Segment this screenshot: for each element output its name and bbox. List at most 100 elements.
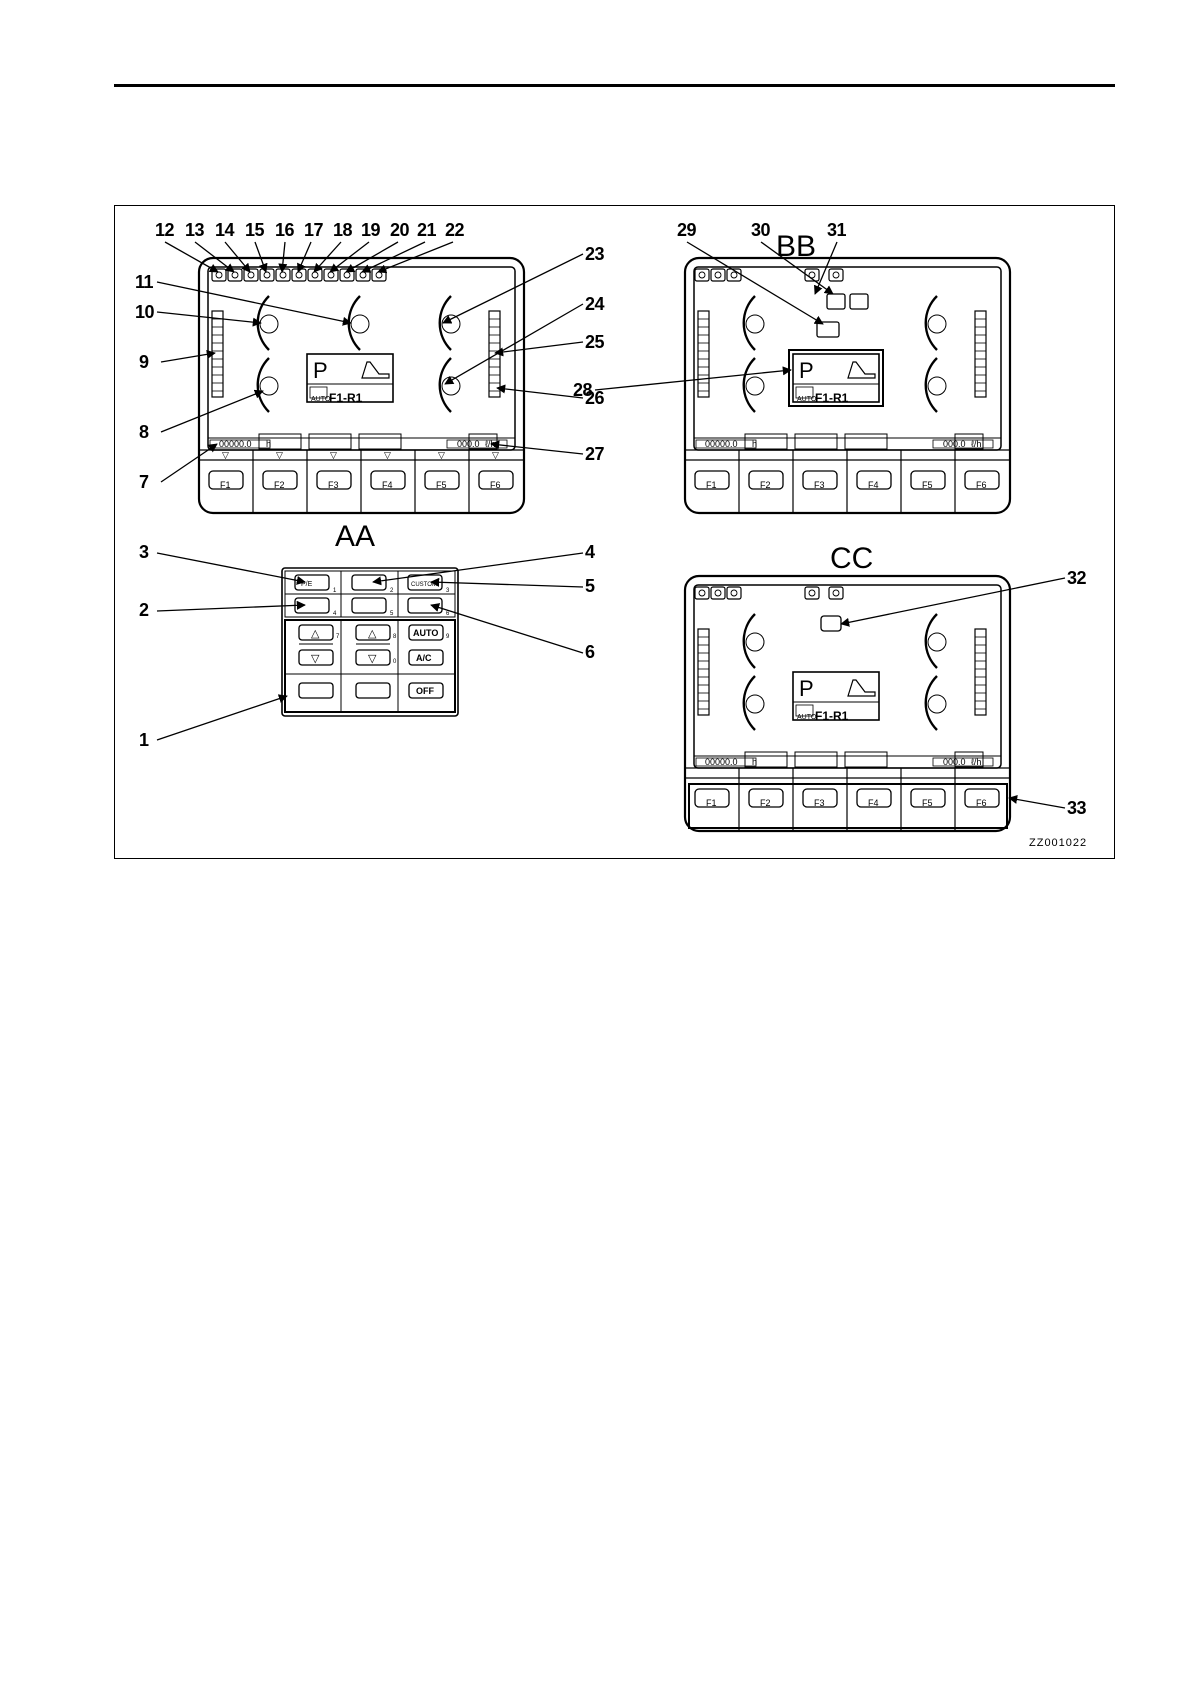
bb-fuel-rate-unit: ℓ/h: [971, 439, 981, 449]
callout-21: 21: [417, 220, 437, 240]
aa-side-leader-lines: [156, 253, 584, 483]
aa-function-keys: F1 F2 F3 F4 F5 F6: [220, 480, 501, 490]
aa-arrow-4: ▽: [384, 450, 391, 460]
callout-18: 18: [333, 220, 353, 240]
cc-key-f5[interactable]: F5: [922, 798, 933, 808]
callout-25: 25: [585, 332, 605, 352]
callout-4: 4: [585, 542, 595, 562]
callout-30: 30: [751, 220, 771, 240]
aa-key-f6[interactable]: F6: [490, 480, 501, 490]
aa-arrow-3: ▽: [330, 450, 337, 460]
monitor-diagram-figure: P AUTO F1-R1 00000.0 h 000.0 ℓ/h F1 F2 F…: [114, 205, 1115, 859]
temp-down-button[interactable]: ▽: [368, 653, 377, 665]
callout-19: 19: [361, 220, 381, 240]
callout-16: 16: [275, 220, 295, 240]
cc-fuel-rate: 000.0: [943, 757, 966, 767]
cc-key-f2[interactable]: F2: [760, 798, 771, 808]
callout-2: 2: [139, 600, 149, 620]
ac-button[interactable]: A/C: [416, 653, 432, 663]
callout-8: 8: [139, 422, 149, 442]
cc-fuel-rate-unit: ℓ/h: [971, 757, 981, 767]
bb-caption: BB: [776, 230, 816, 263]
ac-auto-button[interactable]: AUTO: [413, 628, 438, 638]
callout-24: 24: [585, 294, 605, 314]
sw-num-2: 2: [390, 588, 394, 594]
diagram-svg: P AUTO F1-R1 00000.0 h 000.0 ℓ/h F1 F2 F…: [135, 220, 1087, 849]
switch-panel-leader-lines: [156, 552, 584, 741]
cc-auto-label: AUTO: [797, 714, 817, 721]
cc-key-f4[interactable]: F4: [868, 798, 879, 808]
aa-arrow-6: ▽: [492, 450, 499, 460]
cc-key-f1[interactable]: F1: [706, 798, 717, 808]
aa-service-unit: h: [266, 439, 271, 449]
callout-3: 3: [139, 542, 149, 562]
fan-up-button[interactable]: △: [311, 628, 320, 640]
callout-6: 6: [585, 642, 595, 662]
aa-key-arrows: ▽ ▽ ▽ ▽ ▽ ▽: [222, 450, 499, 460]
bb-gear-display: P: [799, 358, 814, 383]
callout-29: 29: [677, 220, 697, 240]
bb-key-f2[interactable]: F2: [760, 480, 771, 490]
callout-22: 22: [445, 220, 465, 240]
callout-12: 12: [155, 220, 175, 240]
sw-num-6: 6: [446, 611, 450, 617]
cc-caption: CC: [830, 542, 873, 575]
aa-key-f3[interactable]: F3: [328, 480, 339, 490]
switch-panel: P/E CUSTOM △ ▽ △ ▽ AUTO A/C OFF 1 2 3 4 …: [281, 567, 459, 717]
aa-key-f1[interactable]: F1: [220, 480, 231, 490]
cc-gear-range: F1-R1: [815, 709, 849, 723]
cc-key-f6[interactable]: F6: [976, 798, 987, 808]
aa-auto-label: AUTO: [311, 396, 331, 403]
pe-mode-label[interactable]: P/E: [301, 581, 313, 588]
bb-leader-lines: [594, 241, 838, 391]
bb-service-unit: h: [752, 439, 757, 449]
aa-key-f5[interactable]: F5: [436, 480, 447, 490]
sw-num-3: 3: [446, 588, 450, 594]
callout-17: 17: [304, 220, 324, 240]
ac-off-button[interactable]: OFF: [416, 686, 434, 696]
callout-32: 32: [1067, 568, 1087, 588]
aa-arrow-1: ▽: [222, 450, 229, 460]
callout-7: 7: [139, 472, 149, 492]
bb-key-f6[interactable]: F6: [976, 480, 987, 490]
callout-9: 9: [139, 352, 149, 372]
switch-panel-mini-numbers: 1 2 3 4 5 6 7 8 9 0: [333, 588, 450, 665]
aa-gear-range: F1-R1: [329, 391, 363, 405]
bb-service-meter: 00000.0: [705, 439, 738, 449]
fan-down-button[interactable]: ▽: [311, 653, 320, 665]
callout-15: 15: [245, 220, 265, 240]
callout-26: 26: [585, 388, 605, 408]
page-header-rule: [114, 84, 1115, 87]
callout-27: 27: [585, 444, 605, 464]
aa-caption: AA: [335, 520, 375, 553]
aa-gear-display: P: [313, 358, 328, 383]
drawing-code: ZZ001022: [1029, 837, 1087, 849]
aa-top-callouts: 12 13 14 15 16 17 18 19 20 21 22: [155, 220, 465, 240]
cc-key-f3[interactable]: F3: [814, 798, 825, 808]
custom-mode-label[interactable]: CUSTOM: [411, 582, 437, 588]
sw-num-8: 8: [393, 634, 397, 640]
aa-key-f2[interactable]: F2: [274, 480, 285, 490]
aa-arrow-5: ▽: [438, 450, 445, 460]
sw-num-0: 0: [393, 659, 397, 665]
aa-key-f4[interactable]: F4: [382, 480, 393, 490]
callout-5: 5: [585, 576, 595, 596]
bb-fuel-rate: 000.0: [943, 439, 966, 449]
callout-14: 14: [215, 220, 235, 240]
bb-key-f4[interactable]: F4: [868, 480, 879, 490]
callout-20: 20: [390, 220, 410, 240]
cc-gear-display: P: [799, 676, 814, 701]
temp-up-button[interactable]: △: [368, 628, 377, 640]
sw-num-7: 7: [336, 634, 340, 640]
sw-num-1: 1: [333, 588, 337, 594]
cc-leader-lines: [840, 577, 1066, 809]
bb-key-f1[interactable]: F1: [706, 480, 717, 490]
bb-auto-label: AUTO: [797, 396, 817, 403]
cc-service-unit: h: [752, 757, 757, 767]
callout-28: 28: [573, 380, 593, 400]
sw-num-5: 5: [390, 611, 394, 617]
callout-31: 31: [827, 220, 847, 240]
callout-11: 11: [135, 272, 154, 292]
bb-key-f5[interactable]: F5: [922, 480, 933, 490]
bb-key-f3[interactable]: F3: [814, 480, 825, 490]
